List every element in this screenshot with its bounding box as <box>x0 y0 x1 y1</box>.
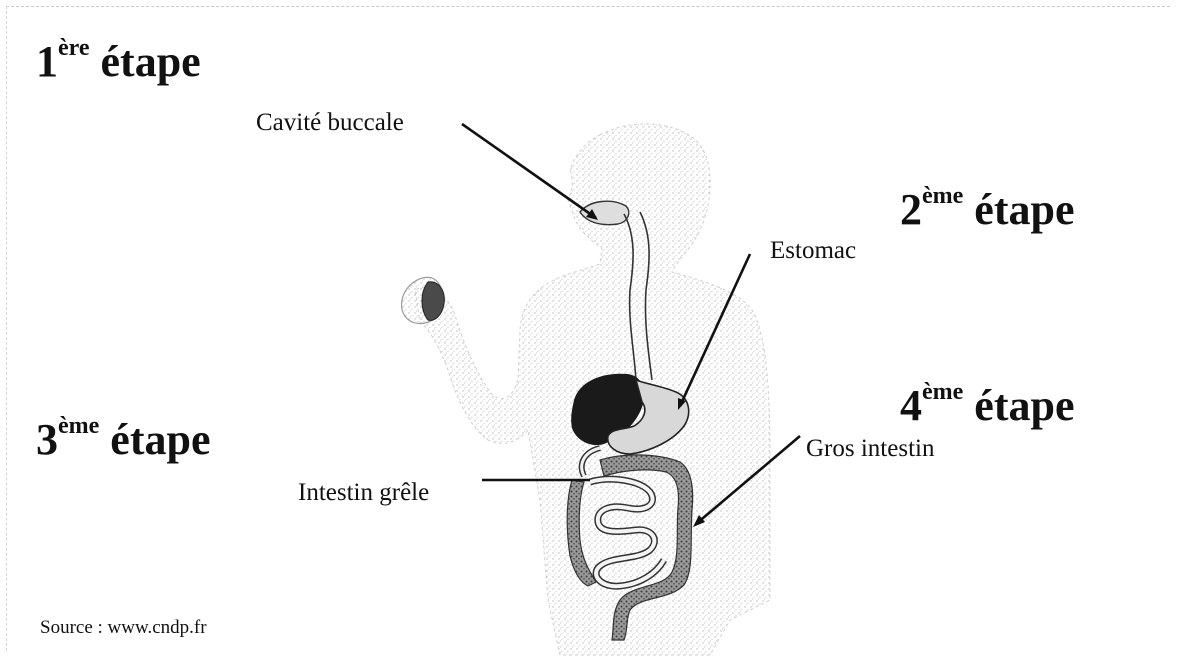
label-large-intestine: Gros intestin <box>806 436 934 461</box>
stage-4-heading: 4ème étape <box>900 384 1074 428</box>
stage-1-heading: 1ère étape <box>36 40 201 84</box>
stage-3-heading: 3ème étape <box>36 418 210 462</box>
source-credit: Source : www.cndp.fr <box>40 618 207 637</box>
label-stomach: Estomac <box>770 238 856 263</box>
label-mouth: Cavité buccale <box>256 110 404 135</box>
label-small-intestine: Intestin grêle <box>298 480 429 505</box>
stage-2-heading: 2ème étape <box>900 188 1074 232</box>
